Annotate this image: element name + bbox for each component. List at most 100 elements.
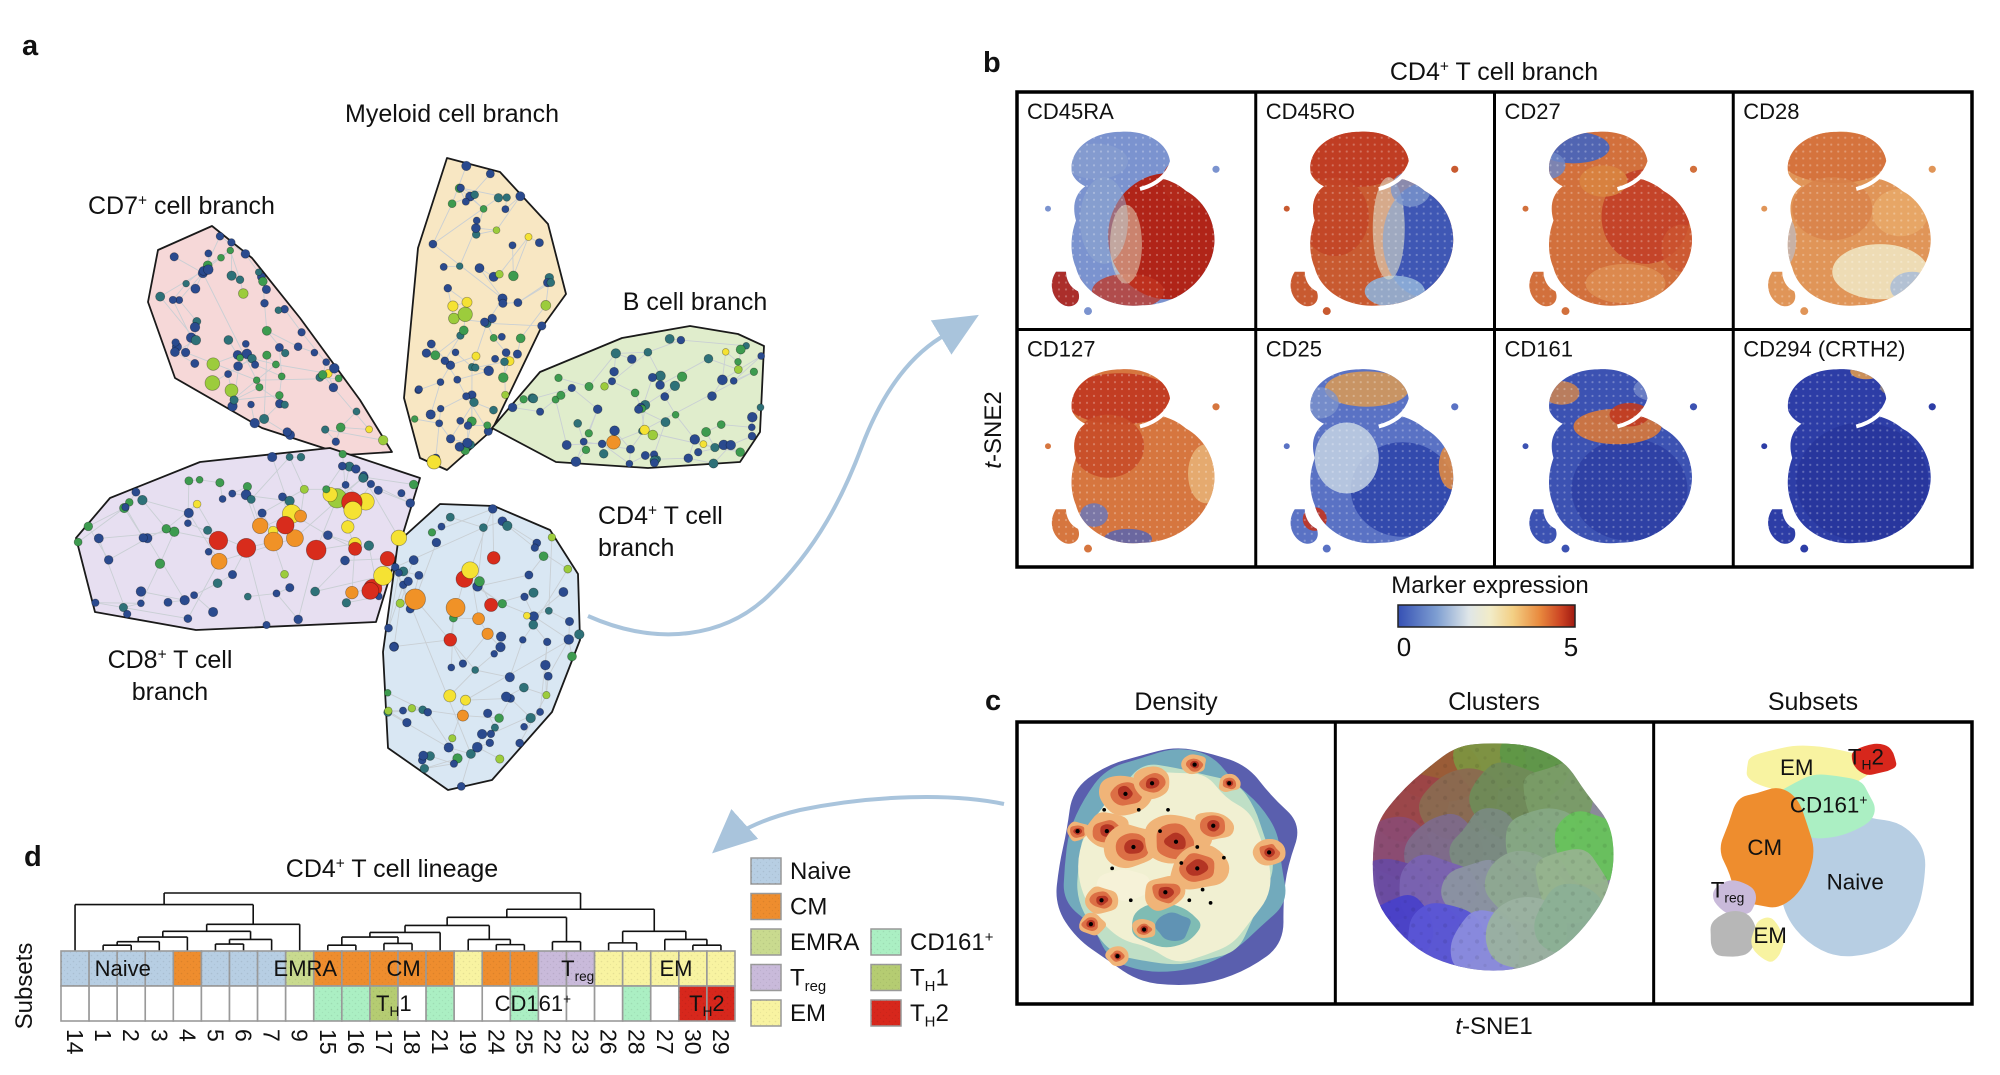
density-peak-dot xyxy=(1110,866,1115,871)
tree-edge xyxy=(424,757,458,769)
tree-node xyxy=(699,440,708,448)
tree-node xyxy=(476,728,488,740)
tree-node xyxy=(528,587,539,598)
tree-node xyxy=(212,578,223,589)
tree-node xyxy=(228,489,237,498)
tree-node xyxy=(461,160,472,171)
tree-node xyxy=(343,501,363,520)
tree-node xyxy=(483,708,493,718)
tree-node xyxy=(515,191,526,202)
tree-node xyxy=(537,321,547,331)
tree-node xyxy=(260,299,269,308)
tree-edge xyxy=(363,476,414,485)
tree-edge xyxy=(507,525,536,549)
tree-edge xyxy=(159,270,204,297)
tree-edge xyxy=(469,508,494,571)
tree-node xyxy=(384,623,393,633)
tree-node xyxy=(492,226,501,235)
strip-cell xyxy=(593,985,624,1022)
tree-node xyxy=(671,410,680,419)
column-number-30: 30 xyxy=(680,1029,706,1055)
tree-node xyxy=(267,451,278,463)
tree-node xyxy=(634,404,644,414)
legend-label-th1: TH1 xyxy=(910,965,949,995)
marker-expression-colorbar: Marker expression 0 5 xyxy=(1391,572,1588,662)
tree-node xyxy=(519,395,528,404)
tree-node xyxy=(530,543,539,552)
tree-node xyxy=(504,672,515,683)
tree-node xyxy=(655,380,665,390)
tree-node xyxy=(455,262,464,270)
tree-node xyxy=(598,449,609,459)
tree-edge xyxy=(159,531,175,564)
tree-edge xyxy=(289,456,305,490)
tree-node xyxy=(443,283,453,293)
branch-label-cd7: CD7+ cell branch xyxy=(88,192,275,220)
strip-cell-grain xyxy=(622,951,651,986)
tree-edge xyxy=(450,516,484,529)
tree-edge xyxy=(250,456,290,500)
subset-map-label-4: Naive xyxy=(1827,870,1884,895)
tree-node xyxy=(676,371,688,382)
tree-node xyxy=(630,388,640,398)
tree-node xyxy=(573,419,583,428)
tree-edge xyxy=(644,385,676,406)
tree-node xyxy=(179,595,190,606)
marker-name: CD45RO xyxy=(1266,99,1355,124)
tree-node xyxy=(285,583,295,593)
map-content xyxy=(1056,748,1298,985)
tree-node xyxy=(217,253,225,262)
tree-node xyxy=(233,361,243,372)
blob-island xyxy=(1451,403,1459,411)
tree-node xyxy=(501,205,510,214)
density-pocket xyxy=(1155,912,1191,941)
strip-cell-grain xyxy=(678,986,707,1021)
tree-node xyxy=(190,591,199,600)
tree-node xyxy=(208,530,229,551)
tree-node xyxy=(490,723,499,732)
tree-node xyxy=(383,689,392,697)
tree-edge xyxy=(108,537,148,561)
tree-node xyxy=(229,395,239,405)
tree-node xyxy=(184,519,192,528)
density-peak-dot xyxy=(1163,890,1168,895)
tree-node xyxy=(341,480,350,489)
tree-node xyxy=(528,393,539,404)
tree-node xyxy=(274,343,284,352)
tree-edge xyxy=(245,547,267,626)
connector-arrows xyxy=(587,314,1005,854)
tree-node xyxy=(218,495,227,503)
tree-node xyxy=(472,612,485,626)
blob-crease xyxy=(1855,160,1891,191)
tree-node xyxy=(474,576,485,587)
tree-node xyxy=(341,598,352,608)
tree-node xyxy=(735,344,746,355)
subset-region-em xyxy=(1751,917,1785,962)
tree-node xyxy=(703,353,714,364)
tree-node xyxy=(563,634,575,645)
tree-edge xyxy=(388,584,404,629)
subset-region-naive xyxy=(1780,810,1926,957)
row1-label-2: CM xyxy=(386,956,420,981)
marker-cell-CD294-CRTH2-: CD294 (CRTH2) xyxy=(1733,329,1972,567)
tree-node xyxy=(597,439,607,449)
row1-label-1: EMRA xyxy=(274,956,338,981)
tree-node xyxy=(508,241,517,250)
tree-edge xyxy=(520,305,547,339)
tree-node xyxy=(486,729,496,739)
blob-island xyxy=(1522,205,1529,212)
tree-node xyxy=(519,682,529,693)
tree-edge xyxy=(297,549,317,620)
tree-edge xyxy=(166,503,198,530)
tree-node xyxy=(405,498,416,508)
tree-node xyxy=(543,637,552,647)
blob-crease xyxy=(1616,160,1652,191)
tree-node xyxy=(352,407,361,416)
tree-node xyxy=(154,558,166,569)
tree-node xyxy=(747,411,758,423)
clusters-title: Clusters xyxy=(1448,688,1540,716)
tree-node xyxy=(293,614,303,625)
tree-node xyxy=(206,357,220,371)
blob-island xyxy=(1283,205,1290,212)
tree-node xyxy=(647,429,659,441)
